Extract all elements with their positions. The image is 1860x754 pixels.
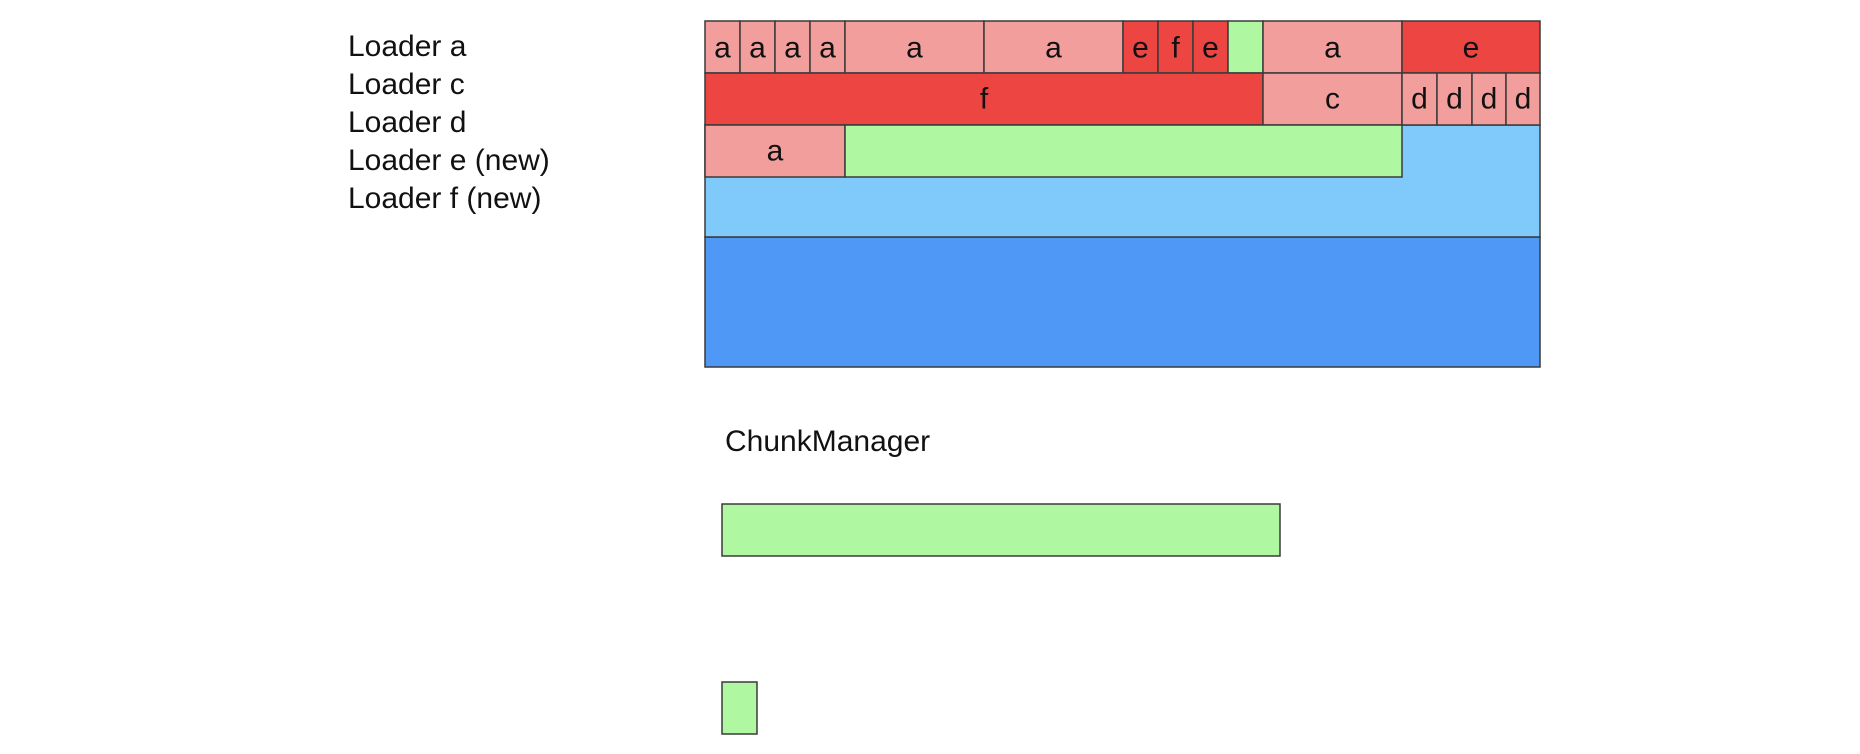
legend-loader-f: Loader f (new): [348, 182, 542, 215]
legend-loader-c: Loader c: [348, 68, 465, 101]
chunk-e-3-label: e: [1463, 32, 1480, 65]
chunk-f-1-label: f: [1171, 32, 1180, 65]
chunk-manager-free-chunk-large: [721, 503, 1281, 557]
chunk-a-7-label: a: [1324, 32, 1341, 65]
chunk-d-3-label: d: [1481, 83, 1498, 116]
chunk-c-1-label: c: [1325, 83, 1340, 116]
chunk-a-3: [774, 20, 811, 74]
chunk-d-3: [1471, 72, 1507, 126]
chunk-manager-title: ChunkManager: [725, 425, 931, 458]
legend-loader-a: Loader a: [348, 30, 467, 63]
chunk-f-2-label: f: [980, 83, 989, 116]
chunk-a-2-label: a: [749, 32, 766, 65]
chunk-free-1: [1227, 20, 1264, 74]
chunk-row-1-labels: a a a a a a e f e a e: [714, 32, 1479, 65]
chunk-a-2: [739, 20, 776, 74]
chunk-a-7: [1262, 20, 1403, 74]
chunk-a-3-label: a: [784, 32, 801, 65]
chunk-d-4-label: d: [1515, 83, 1532, 116]
legend-loader-e: Loader e (new): [348, 144, 550, 177]
chunk-row-2-labels: f c d d d d: [980, 83, 1532, 116]
chunk-a-8-label: a: [767, 135, 784, 168]
chunk-a-1-label: a: [714, 32, 731, 65]
chunk-e-2-label: e: [1202, 32, 1219, 65]
chunk-row-1: [704, 20, 1541, 74]
chunk-c-1: [1262, 72, 1403, 126]
chunk-row-3: [704, 124, 1403, 178]
chunk-d-2: [1436, 72, 1473, 126]
chunk-row-2: [704, 72, 1541, 126]
chunk-a-6-label: a: [1045, 32, 1062, 65]
chunk-a-4-label: a: [819, 32, 836, 65]
chunk-free-2: [844, 124, 1403, 178]
legend-loader-d: Loader d: [348, 106, 467, 139]
loader-legend: Loader a Loader c Loader d Loader e (new…: [348, 28, 550, 218]
chunk-manager-free-chunk-small: [721, 681, 758, 735]
dark-blue-region: [704, 236, 1541, 368]
chunk-e-3: [1401, 20, 1541, 74]
chunk-d-2-label: d: [1446, 83, 1463, 116]
chunk-row-3-labels: a: [767, 135, 784, 168]
chunk-d-1-label: d: [1411, 83, 1428, 116]
chunk-e-1-label: e: [1132, 32, 1149, 65]
chunk-a-5-label: a: [906, 32, 923, 65]
chunk-d-4: [1505, 72, 1541, 126]
chunk-a-8: [704, 124, 846, 178]
